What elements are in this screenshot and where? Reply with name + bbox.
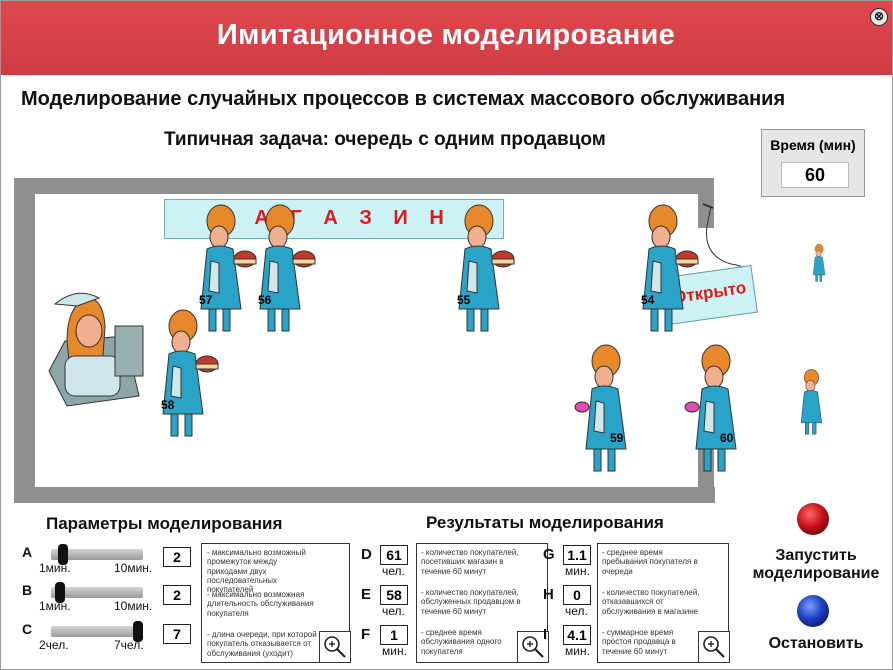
param-letter: B	[22, 582, 33, 598]
param-value: 2	[163, 547, 191, 567]
result-unit: чел.	[382, 604, 405, 618]
param-max-label: 7чел.	[114, 638, 144, 652]
param-slider-thumb[interactable]	[55, 582, 66, 603]
store-wall-left	[14, 178, 35, 503]
result-value: 58	[380, 585, 408, 605]
param-slider-track[interactable]	[51, 587, 143, 598]
customer-icon	[642, 204, 699, 332]
result-description: - среднее время обслуживания одного поку…	[421, 628, 502, 656]
close-icon[interactable]: ⊗	[870, 8, 888, 26]
result-value: 1	[380, 625, 408, 645]
zoom-button[interactable]	[319, 631, 351, 663]
result-unit: мин.	[565, 564, 590, 578]
customer-icon	[200, 204, 257, 332]
zoom-icon	[703, 636, 725, 658]
stop-button-icon[interactable]	[797, 595, 829, 627]
results-heading: Результаты моделирования	[426, 513, 664, 532]
result-description: - количество покупателей, посетивших маг…	[421, 548, 519, 576]
customer: 56	[248, 201, 318, 341]
customer: 54	[631, 201, 701, 341]
window-title: Имитационное моделирование	[216, 19, 676, 51]
param-slider-thumb[interactable]	[133, 621, 143, 642]
result-letter: E	[361, 586, 372, 603]
result-value: 1.1	[563, 545, 591, 565]
start-button-label[interactable]: Запустить моделирование	[752, 547, 880, 582]
param-description: - максимально возможная длительность обс…	[207, 590, 314, 618]
page-subtitle: Моделирование случайных процессов в сист…	[21, 88, 786, 110]
customer-number: 55	[457, 293, 471, 307]
time-label: Время (мин)	[770, 137, 856, 153]
param-min-label: 1мин.	[39, 599, 71, 613]
customer-icon	[162, 309, 219, 437]
result-letter: G	[543, 546, 555, 563]
param-letter: C	[22, 621, 33, 637]
result-value: 4.1	[563, 625, 591, 645]
result-unit: чел.	[382, 564, 405, 578]
result-value: 0	[563, 585, 591, 605]
customer-number: 54	[641, 293, 655, 307]
result-unit: мин.	[382, 644, 407, 658]
zoom-icon	[522, 636, 544, 658]
param-slider-thumb[interactable]	[57, 544, 68, 565]
result-letter: I	[543, 626, 548, 643]
arriving-customer-icon	[813, 244, 826, 282]
param-min-label: 1мин.	[39, 561, 71, 575]
customer-icon	[574, 344, 627, 472]
param-value: 7	[163, 624, 191, 644]
result-letter: H	[543, 586, 554, 603]
title-banner: Имитационное моделирование ⊗	[1, 1, 892, 75]
param-slider-track[interactable]	[51, 549, 143, 560]
customer-number: 60	[720, 431, 734, 445]
param-description: - длина очереди, при которой покупатель …	[207, 630, 317, 658]
param-letter: A	[22, 544, 33, 560]
param-description: - максимально возможный промежуток между…	[207, 548, 306, 595]
customer: 58	[151, 306, 221, 446]
customer-number: 59	[610, 431, 624, 445]
store-wall-right-top	[698, 178, 714, 228]
store-wall-bottom	[14, 487, 715, 503]
store-wall-top	[14, 178, 714, 194]
zoom-icon	[324, 636, 346, 658]
arriving-customer-icon	[800, 369, 823, 435]
cashier-icon	[48, 292, 144, 407]
param-max-label: 10мин.	[114, 561, 153, 575]
task-title: Типичная задача: очередь с одним продавц…	[164, 129, 606, 150]
customer-number: 58	[161, 398, 175, 412]
result-description: - суммарное время простоя продавца в теч…	[602, 628, 676, 656]
customer-icon	[684, 344, 737, 472]
customer: 55	[447, 201, 517, 341]
customer-number: 56	[258, 293, 272, 307]
result-description: - количество покупателей, обслуженных пр…	[421, 588, 521, 616]
result-letter: D	[361, 546, 372, 563]
time-value: 60	[781, 162, 849, 188]
param-value: 2	[163, 585, 191, 605]
result-value: 61	[380, 545, 408, 565]
customer: 59	[574, 341, 644, 481]
result-letter: F	[361, 626, 371, 643]
stop-button-label[interactable]: Остановить	[768, 635, 864, 652]
customer-number: 57	[199, 293, 213, 307]
time-panel: Время (мин) 60	[761, 129, 865, 197]
result-unit: мин.	[565, 644, 590, 658]
result-description: - количество покупателей, отказавшихся о…	[602, 588, 700, 616]
param-slider-track[interactable]	[51, 626, 143, 637]
result-description: - среднее время пребывания покупателя в …	[602, 548, 698, 576]
param-min-label: 2чел.	[39, 638, 69, 652]
parameters-heading: Параметры моделирования	[46, 514, 283, 533]
start-button-icon[interactable]	[797, 503, 829, 535]
customer-icon	[259, 204, 316, 332]
customer: 57	[189, 201, 259, 341]
customer-icon	[458, 204, 515, 332]
param-max-label: 10мин.	[114, 599, 153, 613]
result-unit: чел.	[565, 604, 588, 618]
zoom-button[interactable]	[517, 631, 549, 663]
zoom-button[interactable]	[698, 631, 730, 663]
customer: 60	[684, 341, 754, 481]
